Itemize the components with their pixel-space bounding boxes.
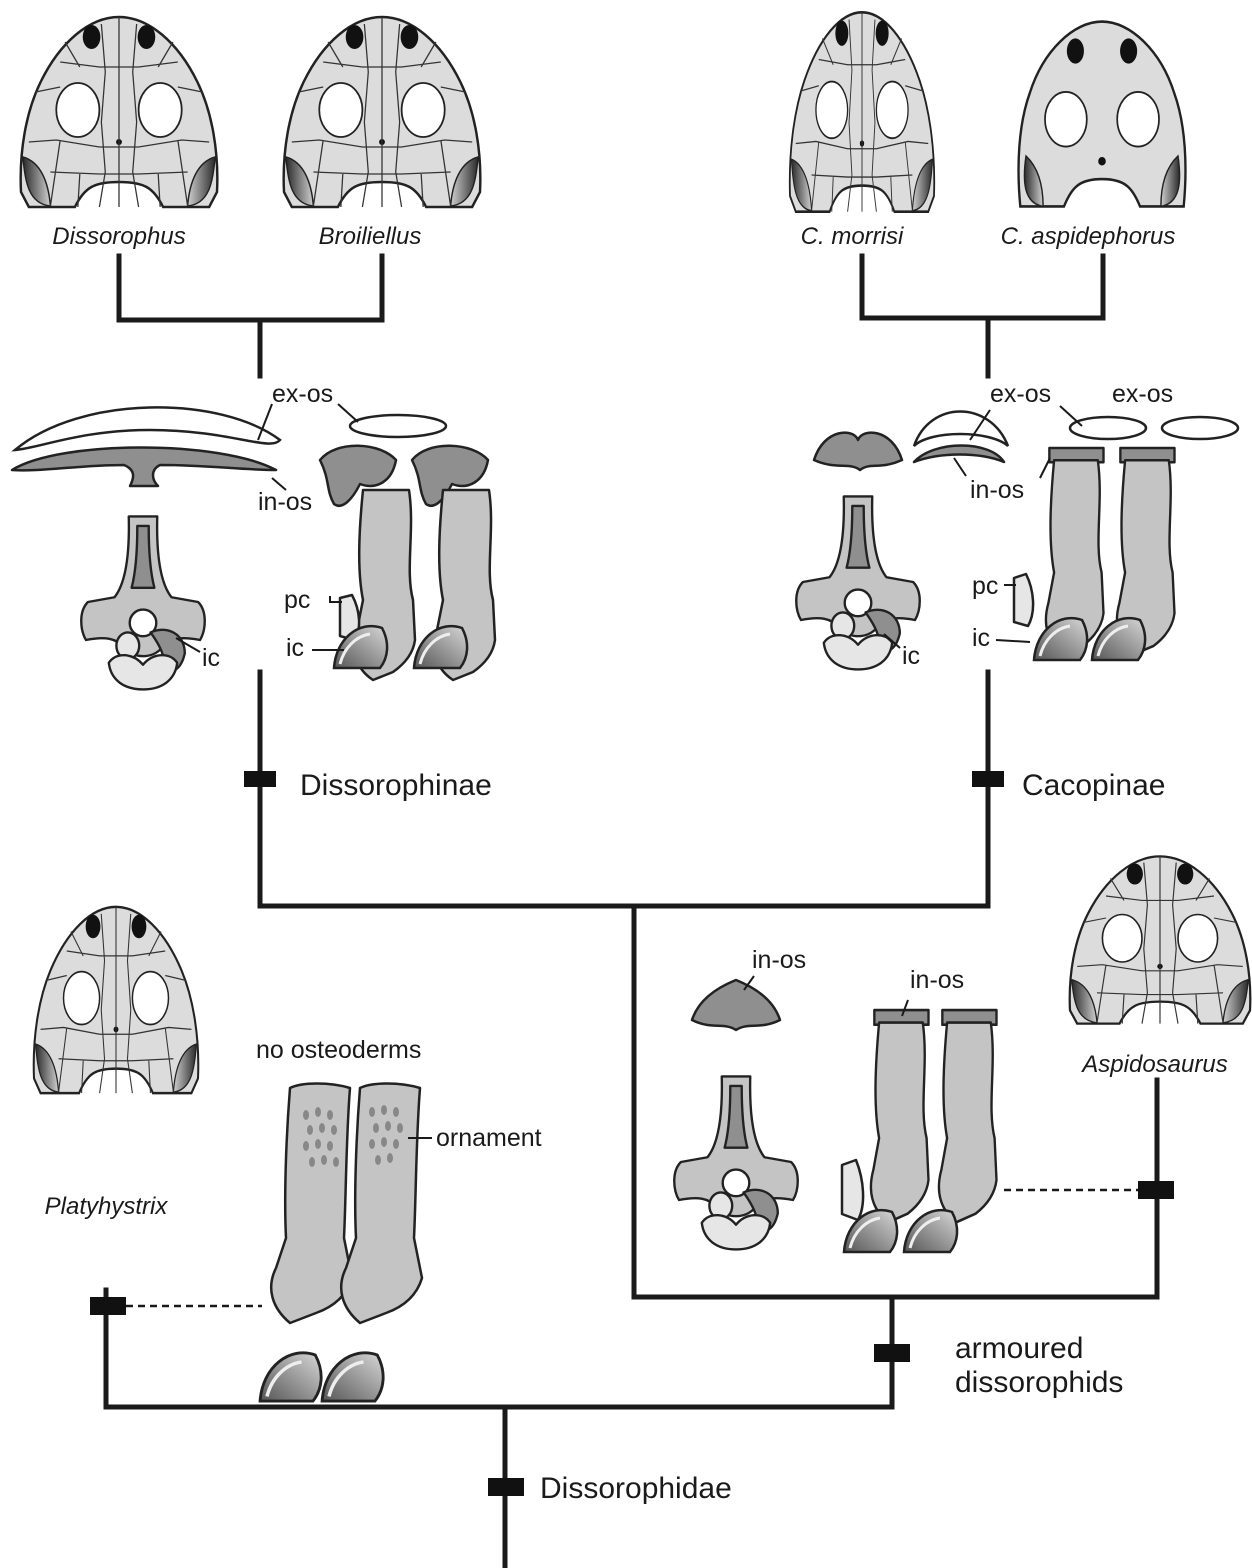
label-ic-2: ic <box>202 644 220 672</box>
label-ic-1: ic <box>286 634 304 662</box>
clade-dissorophidae: Dissorophidae <box>540 1472 732 1505</box>
dissorophinae-lateral-vertebrae <box>320 415 495 680</box>
dissorophinae-anterior-vertebra <box>12 407 280 689</box>
label-in-os-2: in-os <box>970 476 1024 504</box>
taxon-aspidosaurus: Aspidosaurus <box>1080 1051 1227 1078</box>
label-pc-1: pc <box>284 586 310 614</box>
taxon-broiliellus: Broiliellus <box>319 223 422 250</box>
label-in-os-1: in-os <box>258 488 312 516</box>
skull-aspidosaurus <box>1070 856 1251 1023</box>
cacopinae-lateral-vertebrae <box>914 412 1238 661</box>
label-ex-os-3: ex-os <box>1112 380 1173 408</box>
marker-dissorophidae <box>488 1478 524 1496</box>
marker-aspidosaurus <box>1138 1181 1174 1199</box>
armoured-lateral-vertebrae <box>842 1010 997 1252</box>
skull-c-aspidephorus <box>1019 22 1186 207</box>
label-no-osteoderms: no osteoderms <box>256 1036 421 1064</box>
skull-dissorophus <box>21 17 218 207</box>
label-pc-2: pc <box>972 572 998 600</box>
label-ex-os-2: ex-os <box>990 380 1051 408</box>
skull-c-morrisi <box>790 12 934 212</box>
clade-cacopinae: Cacopinae <box>1022 769 1165 802</box>
platyhystrix-vertebrae <box>260 1084 422 1402</box>
marker-dissorophinae <box>244 771 276 787</box>
label-ic-4: ic <box>902 642 920 670</box>
clade-armoured-line2: dissorophids <box>955 1366 1123 1399</box>
clade-dissorophinae: Dissorophinae <box>300 769 492 802</box>
label-ornament: ornament <box>436 1124 542 1152</box>
taxon-c-aspidephorus: C. aspidephorus <box>1001 223 1176 250</box>
cacopinae-anterior-vertebra <box>796 433 920 670</box>
taxon-dissorophus: Dissorophus <box>52 223 185 250</box>
skull-platyhystrix <box>34 907 199 1093</box>
taxon-c-morrisi: C. morrisi <box>801 223 904 250</box>
label-ex-os-1: ex-os <box>272 380 333 408</box>
label-in-os-3: in-os <box>752 946 806 974</box>
marker-platyhystrix <box>90 1297 126 1315</box>
marker-armoured <box>874 1344 910 1362</box>
armoured-anterior-vertebra <box>674 980 798 1249</box>
skull-broiliellus <box>284 17 481 207</box>
label-ic-3: ic <box>972 624 990 652</box>
taxon-platyhystrix: Platyhystrix <box>45 1193 169 1220</box>
label-in-os-4: in-os <box>910 966 964 994</box>
clade-armoured-line1: armoured <box>955 1332 1083 1365</box>
marker-cacopinae <box>972 771 1004 787</box>
